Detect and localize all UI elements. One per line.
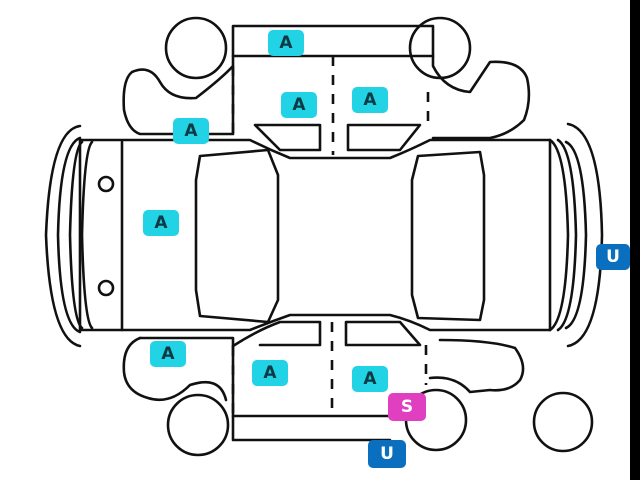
rear-window <box>410 150 486 322</box>
marker-right-front-fender[interactable]: A <box>150 341 186 367</box>
marker-left-front-fender[interactable]: A <box>173 118 209 144</box>
spare-tire <box>532 391 594 453</box>
front-bumper-outer <box>44 124 82 348</box>
left-front-fender-outline <box>122 54 235 136</box>
marker-code: A <box>161 344 175 364</box>
headlight-left <box>97 175 115 193</box>
marker-rear-bumper[interactable]: U <box>596 244 630 270</box>
left-front-wheel <box>164 16 228 80</box>
headlight-right <box>97 279 115 297</box>
marker-code: A <box>363 369 377 389</box>
marker-code: A <box>292 95 306 115</box>
right-front-fender-outline <box>122 336 228 402</box>
marker-code: U <box>380 444 394 464</box>
marker-code: A <box>363 90 377 110</box>
marker-hood[interactable]: A <box>143 210 179 236</box>
left-rear-quarter-outline <box>431 54 531 140</box>
left-rear-window <box>346 123 422 152</box>
marker-left-front-door[interactable]: A <box>281 92 317 118</box>
right-rear-window <box>344 320 422 347</box>
marker-right-rear-door[interactable]: A <box>352 366 388 392</box>
marker-code: A <box>279 33 293 53</box>
marker-left-rear-door[interactable]: A <box>352 87 388 113</box>
marker-code: A <box>184 121 198 141</box>
rear-bumper-outer <box>566 122 604 348</box>
right-front-window <box>231 320 322 348</box>
roof-strip-top <box>231 24 435 58</box>
marker-code: U <box>606 247 620 267</box>
marker-code: A <box>263 363 277 383</box>
marker-right-rocker[interactable]: U <box>368 440 406 468</box>
marker-roof-top[interactable]: A <box>268 30 304 56</box>
windshield <box>194 148 280 324</box>
edge-border <box>630 0 640 480</box>
right-rear-quarter-outline <box>428 338 525 394</box>
marker-right-front-door[interactable]: A <box>252 360 288 386</box>
marker-code: A <box>154 213 168 233</box>
left-front-window <box>253 123 322 152</box>
marker-code: S <box>400 397 414 417</box>
right-front-wheel <box>166 393 230 457</box>
marker-right-rear-quarter[interactable]: S <box>388 393 426 421</box>
